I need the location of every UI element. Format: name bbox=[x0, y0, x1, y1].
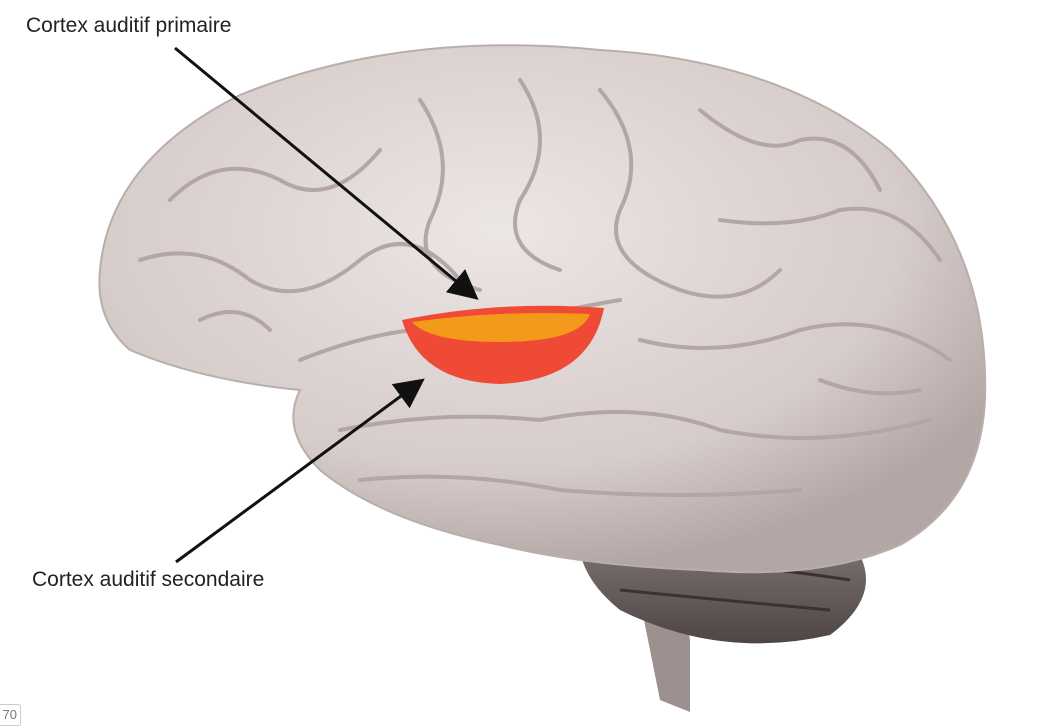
label-primary-auditory-cortex: Cortex auditif primaire bbox=[26, 14, 232, 37]
label-secondary-auditory-cortex: Cortex auditif secondaire bbox=[32, 568, 265, 591]
page-number-badge: 70 bbox=[0, 704, 21, 726]
arrow-primary bbox=[174, 46, 479, 300]
arrow-secondary bbox=[175, 378, 425, 564]
auditory-cortex-regions bbox=[402, 305, 604, 384]
primary-auditory-cortex-region bbox=[412, 313, 590, 342]
